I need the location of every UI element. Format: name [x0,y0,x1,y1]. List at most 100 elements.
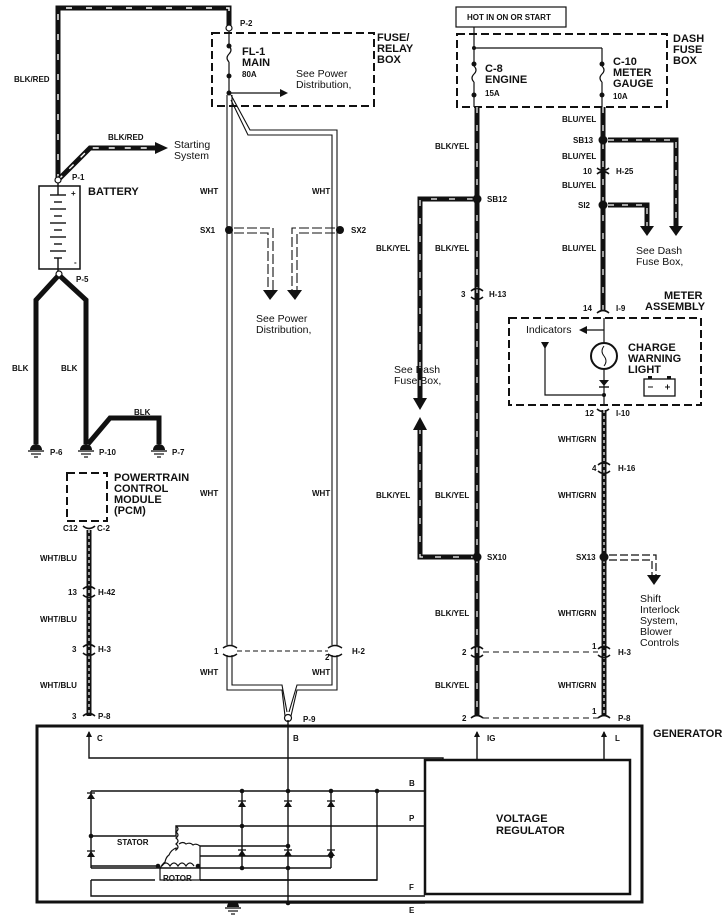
connector-label: I-9 [616,304,626,313]
generator-label: GENERATOR [653,728,722,740]
dash-fuse-box-label: FUSE [673,44,702,56]
junction-dot [602,393,606,397]
wire-sx1-branch [234,227,335,290]
wire-wht-left [226,95,288,717]
wire-label: BLK/RED [14,75,50,84]
battery-symbol-icon [643,376,676,397]
wire-label: WHT/GRN [558,609,596,618]
rotor-label: ROTOR [163,874,192,883]
junction-dots [88,788,380,906]
battery-minus: - [74,258,77,267]
wire-label: BLK/YEL [435,491,469,500]
wire-blk-red-starting [56,142,168,182]
connector-pin: 1 [214,647,219,656]
connector-pin: 1 [592,642,597,651]
wire-label: BLK [12,364,29,373]
meter-assembly-label: ASSEMBLY [645,301,706,313]
fuse-name: C-10 [613,56,637,68]
battery-icon [38,185,81,270]
rotor-coil-icon [91,862,201,869]
splice-sb13 [598,135,608,145]
shift-interlock-note: System, [640,615,678,627]
regulator-terminal-label: P [409,814,415,823]
connector-i9 [596,309,610,314]
voltage-regulator-label: VOLTAGE [496,813,548,825]
wire-blk-yel-branch [413,196,473,560]
hot-label: HOT IN ON OR START [467,13,551,22]
wire-label: WHT [312,489,330,498]
splice-label: SX2 [351,226,367,235]
arrow-up-icon [474,731,480,737]
splice-label: SX10 [487,553,507,562]
arrow-down-icon [287,290,302,300]
wire-wht-right [230,94,338,717]
wire-label: WHT/GRN [558,435,596,444]
battery-label: BATTERY [88,186,139,198]
arrow-up-icon [601,731,607,737]
terminal-label: B [293,734,299,743]
connector-label: H-3 [618,648,631,657]
fuse-relay-box-label: RELAY [377,43,414,55]
fuse-relay-box-label: BOX [377,54,402,66]
connector-label: P-9 [303,715,316,724]
wire-label: WHT/GRN [558,491,596,500]
battery-cells [50,183,66,272]
connector-h3-left [82,643,96,657]
wire-label: BLK/YEL [435,609,469,618]
wire-label: WHT/BLU [40,615,77,624]
fuse-rating: 80A [242,70,257,79]
stator-coil-icon [159,825,201,881]
splice-label: SX1 [200,226,216,235]
battery-plus: + [71,189,76,198]
see-dash-fuse-box-note: Fuse Box, [394,375,441,387]
pcm-label: CONTROL [114,483,169,495]
connector-pin: 12 [585,409,594,418]
splice-sx2 [336,226,344,234]
connector-pin: 2 [325,653,330,662]
see-dash-fuse-box-note: See Dash [636,245,682,257]
fuse-terminal [472,46,476,50]
fuse-name: FL-1 [242,46,265,58]
fuse-relay-box-label: FUSE/ [377,32,409,44]
splice-label: SB12 [487,195,508,204]
splice-sx1 [225,226,233,234]
splice-label: SB13 [573,136,594,145]
pcm-pin: C12 [63,524,78,533]
connector-h16 [597,461,611,475]
regulator-terminal-label: B [409,779,415,788]
shift-interlock-note: Blower [640,626,673,638]
wire-label: BLK/YEL [435,681,469,690]
fuse-terminal [471,61,477,67]
splice-sb12 [472,194,482,204]
see-dash-fuse-box-note: See Dash [394,364,440,376]
wire-label: WHT [312,187,330,196]
rectifier-diodes-icon [87,792,335,857]
dash-fuse-box-label: DASH [673,33,704,45]
charge-warning-light-label: CHARGE [628,342,676,354]
terminal-label: C [97,734,103,743]
fuse-fl1-icon [226,31,288,97]
connector-label: P-5 [76,275,89,284]
connector-label: P-8 [98,712,111,721]
ground-label: P-6 [50,448,63,457]
connector-h13 [470,287,484,301]
connector-h25 [596,167,610,175]
connector-label: P-1 [72,173,85,182]
fuse-terminal [599,61,605,67]
ground-icon [225,901,241,915]
ground-label: P-10 [99,448,116,457]
wire-label: WHT [312,668,330,677]
fuse-terminal [599,92,605,98]
wire-label: BLK/YEL [376,491,410,500]
shift-interlock-note: Shift [640,593,661,605]
wire-label: BLK/YEL [435,244,469,253]
fuse-rating: 10A [613,92,628,101]
connector-pin: 14 [583,304,592,313]
connector-pin: 2 [462,714,467,723]
wire-blk-ground [33,274,162,446]
splice-si2 [598,200,608,210]
regulator-terminal-label: E [409,906,415,915]
wire-label: WHT/BLU [40,554,77,563]
fuse-name: MAIN [242,57,270,69]
